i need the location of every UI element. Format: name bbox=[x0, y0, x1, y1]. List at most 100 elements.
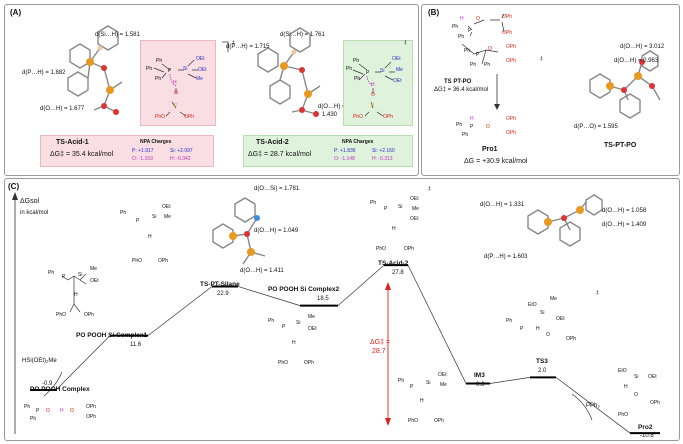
panel-c bbox=[4, 178, 680, 441]
level-ts-pt-silane-value: 22.9 bbox=[217, 291, 229, 297]
c1-oph: OPh bbox=[84, 312, 95, 318]
ts3-oet: OEt bbox=[556, 316, 565, 322]
b-o-bottom: O bbox=[486, 124, 490, 130]
cta-pho: PhO bbox=[376, 246, 387, 252]
level-complex1-value: 11.6 bbox=[130, 342, 142, 348]
panel-c-label: (C) bbox=[8, 182, 20, 191]
im3-si: Si bbox=[426, 380, 431, 386]
ts2-d-o-h-val: 1.430 bbox=[322, 112, 338, 118]
level-complex2-value: 18.5 bbox=[317, 296, 329, 302]
c2-ph: Ph bbox=[268, 318, 275, 324]
ts3-ph: Ph bbox=[506, 318, 513, 324]
level-im3-value: 0.6 bbox=[476, 382, 485, 388]
pro2-si: Si bbox=[634, 374, 639, 380]
ts2-ph3: Ph bbox=[354, 76, 361, 82]
b-ts-name: TS-PT-PO bbox=[604, 142, 637, 149]
ts1-npa-p: P: +1.917 bbox=[132, 148, 154, 154]
ts3-oph: OPh bbox=[566, 336, 577, 342]
ts2-ph2: Ph bbox=[346, 66, 353, 72]
b-ph-mid3: Ph bbox=[484, 62, 491, 68]
im3-ph: Ph bbox=[398, 378, 405, 384]
c1-p: P bbox=[62, 274, 66, 280]
ts3-dagger: ‡ bbox=[596, 290, 599, 296]
barrier-value: 28.7 bbox=[372, 348, 386, 355]
c-ts-si-ph: Ph bbox=[120, 210, 127, 216]
ts-pt-silane-3d bbox=[212, 197, 266, 265]
c-d-o-h-b: d(O…H) = 1.411 bbox=[240, 268, 284, 274]
c1-ph: Ph bbox=[48, 270, 55, 276]
ts-acid-1-structure bbox=[67, 25, 123, 115]
pro2-oet: OEt bbox=[648, 374, 657, 380]
ts2-o: O bbox=[371, 92, 375, 98]
level-po-complex-value: -0.9 bbox=[42, 381, 53, 387]
ts1-bracket bbox=[222, 41, 229, 52]
y-axis-unit: in kcal/mol bbox=[20, 210, 49, 216]
b-pro1: Pro1 bbox=[482, 146, 498, 153]
im3-p: P bbox=[410, 384, 414, 390]
ts2-dagger: ‡ bbox=[404, 40, 407, 46]
level-pro2-value: -10.8 bbox=[640, 433, 654, 439]
energy-connector-2 bbox=[237, 286, 301, 306]
b-oph-mid2: OPh bbox=[506, 58, 517, 64]
c-po-oph2: OPh bbox=[86, 414, 97, 420]
pro2-pho: PhO bbox=[618, 412, 629, 418]
c-d-o-si: d(O…Si) = 1.781 bbox=[254, 186, 300, 192]
b-p-top: P bbox=[468, 28, 472, 34]
im3-h: H bbox=[420, 398, 424, 404]
ts3-me: Me bbox=[550, 296, 557, 302]
c-po-h: H bbox=[60, 408, 64, 414]
ts-acid-1-scheme-box bbox=[140, 40, 216, 126]
ts1-oph: OPh bbox=[184, 114, 195, 120]
b-d-o-h2: d(O…H) = 0.963 bbox=[614, 58, 659, 64]
ts2-d-si-h: d(Si…H) = 1.761 bbox=[280, 32, 325, 38]
ts2-barrier: ΔG‡ = 28.7 kcal/mol bbox=[248, 151, 312, 158]
energy-connector-4 bbox=[407, 265, 467, 384]
c-po-oph: OPh bbox=[86, 404, 97, 410]
energy-connector-6 bbox=[555, 377, 631, 434]
energy-connector-3 bbox=[337, 264, 385, 306]
b-ph-mid1: Ph bbox=[464, 48, 471, 54]
y-axis-arrow bbox=[12, 192, 18, 434]
ts3-3d bbox=[527, 194, 603, 247]
b-oph-bottom1: OPh bbox=[506, 116, 517, 122]
c-d-o-h-a: d(O…H) = 1.049 bbox=[254, 228, 299, 234]
c2-si: Si bbox=[296, 320, 301, 326]
ts2-p: P bbox=[366, 70, 370, 76]
pro2-o: O bbox=[634, 392, 638, 398]
b-p-mid: P bbox=[476, 52, 480, 58]
b-ph-bottom2: Ph bbox=[462, 132, 469, 138]
b-dagger: ‡ bbox=[540, 56, 543, 62]
cta-oet2: OEt bbox=[410, 216, 419, 222]
ts2-npa-title: NPA Charges bbox=[342, 139, 374, 145]
ts1-me: Me bbox=[196, 76, 203, 82]
cta-me: Me bbox=[412, 206, 419, 212]
ts1-o: O bbox=[174, 90, 178, 96]
panel-b-label: (B) bbox=[428, 8, 440, 17]
ts1-h: H bbox=[173, 80, 177, 86]
cta-h: H bbox=[392, 226, 396, 232]
b-barrier: ΔG‡ = 36.4 kcal/mol bbox=[434, 87, 489, 93]
c1-si: Si bbox=[78, 272, 83, 278]
b-oph-bottom2: OPh bbox=[506, 130, 517, 136]
level-complex2-name: PO POOH Si Complex2 bbox=[268, 286, 340, 293]
ts2-bonds bbox=[352, 61, 395, 117]
c-po-o: O bbox=[46, 408, 50, 414]
b-ph-top2: Ph bbox=[458, 34, 465, 40]
ts2-p2: P bbox=[371, 103, 375, 109]
energy-connector-0 bbox=[55, 335, 111, 391]
c-d-p-h: d(P…H) = 1.603 bbox=[484, 254, 528, 260]
ts2-ph1: Ph bbox=[353, 58, 360, 64]
im3-oph: OPh bbox=[434, 418, 445, 424]
c-ts-si-p: P bbox=[136, 218, 140, 224]
ts3-p: P bbox=[520, 326, 524, 332]
ts3-o: O bbox=[546, 332, 550, 338]
ts2-pho: PhO bbox=[353, 114, 364, 120]
pro2-oph: OPh bbox=[650, 400, 661, 406]
complex1-structure bbox=[61, 273, 87, 313]
c2-me: Me bbox=[308, 314, 315, 320]
c2-oet: OEt bbox=[308, 326, 317, 332]
ts1-d-si-h: d(Si…H) = 1.581 bbox=[95, 32, 140, 38]
c-d-o-h-c: d(O…H) = 1.331 bbox=[480, 202, 525, 208]
ts2-d-p-h: d(P…H) = 1.715 bbox=[226, 44, 270, 50]
b-ph-top1: Ph bbox=[452, 24, 459, 30]
